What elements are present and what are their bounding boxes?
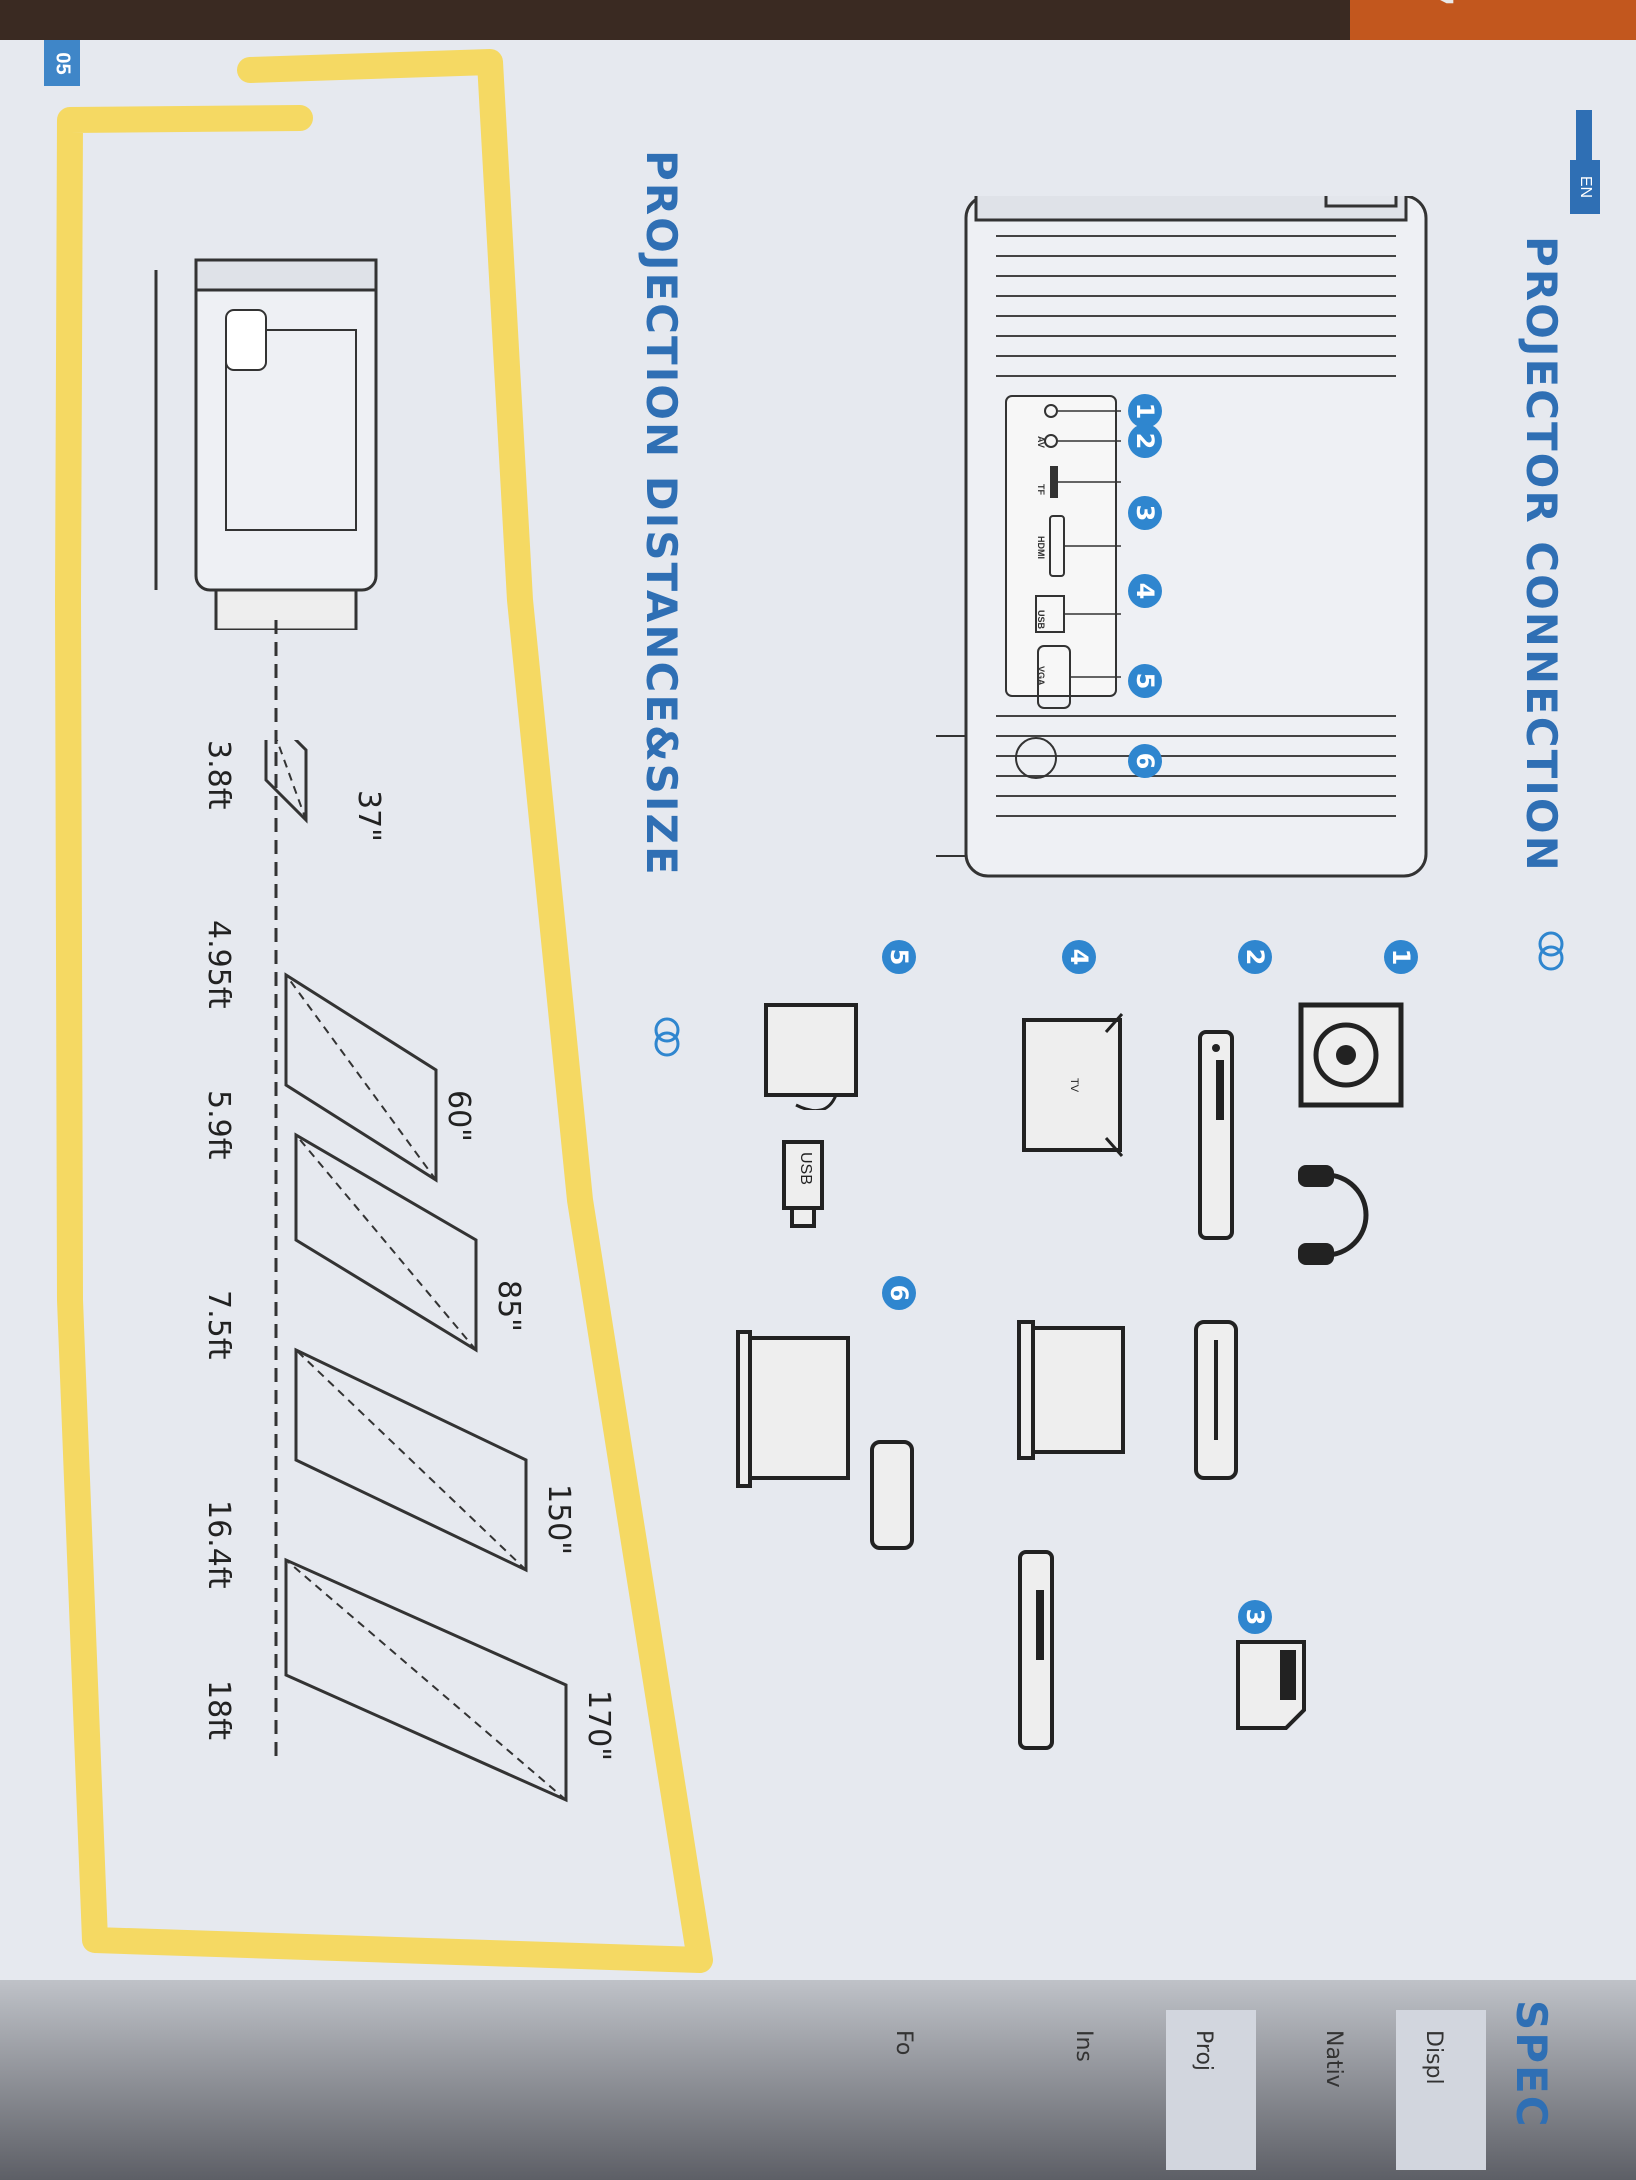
projector-rear-drawing bbox=[936, 196, 1428, 878]
port-label-vga: VGA bbox=[1036, 666, 1046, 686]
device-group-4-number: 4 bbox=[1062, 940, 1096, 974]
headphones-icon bbox=[1298, 1165, 1369, 1265]
page-shadow bbox=[0, 1980, 1636, 2180]
screen-37 bbox=[264, 740, 308, 824]
size-label-85: 85" bbox=[491, 1280, 526, 1332]
distance-title: PROJECTION DISTANCE&SIZE bbox=[637, 150, 686, 877]
device-group-6-number: 6 bbox=[882, 1276, 916, 1310]
rings-icon bbox=[1538, 931, 1564, 971]
device-group-3-number: 3 bbox=[1238, 1600, 1272, 1634]
connection-title: PROJECTOR CONNECTION bbox=[1517, 236, 1566, 873]
spec-row-5: Fo bbox=[891, 2030, 916, 2056]
callout-1: 1 bbox=[1128, 394, 1162, 428]
callout-4: 4 bbox=[1128, 574, 1162, 608]
screen-size-diagrams bbox=[264, 740, 568, 1803]
tv-label: TV bbox=[1068, 1078, 1080, 1093]
game-console-icon bbox=[1194, 1320, 1238, 1480]
spec-row-1: Displ bbox=[1421, 2030, 1446, 2085]
size-label-37: 37" bbox=[351, 790, 386, 842]
device-group-5-number: 5 bbox=[882, 940, 916, 974]
tv-icon bbox=[1022, 1013, 1124, 1157]
usb-stick-icon bbox=[782, 1140, 824, 1228]
distance-label-18ft: 18ft bbox=[201, 1680, 236, 1740]
spec-title: SPEC bbox=[1507, 2000, 1556, 2129]
device-group-2-number: 2 bbox=[1238, 940, 1272, 974]
storage-drive-icon bbox=[870, 1440, 914, 1550]
rings-icon bbox=[654, 1017, 680, 1057]
port-label-tf: TF bbox=[1036, 484, 1046, 495]
sd-card-icon bbox=[1236, 1640, 1306, 1730]
port-label-usb: USB bbox=[1036, 610, 1046, 630]
projector-side-drawing bbox=[154, 258, 378, 630]
callout-3: 3 bbox=[1128, 496, 1162, 530]
blu-ray-player-icon bbox=[1018, 1550, 1054, 1750]
port-label-hdmi: HDMI bbox=[1036, 536, 1046, 559]
size-label-150: 150" bbox=[541, 1484, 576, 1556]
size-label-60: 60" bbox=[441, 1090, 476, 1142]
usb-label: USB bbox=[797, 1152, 814, 1185]
callout-2: 2 bbox=[1128, 424, 1162, 458]
dvd-player-icon bbox=[1198, 1030, 1234, 1240]
language-tag: EN bbox=[1570, 160, 1600, 214]
laptop-icon bbox=[1017, 1320, 1125, 1460]
size-label-170: 170" bbox=[581, 1690, 616, 1762]
distance-label-16-4ft: 16.4ft bbox=[201, 1500, 236, 1589]
callout-6: 6 bbox=[1128, 744, 1162, 778]
callout-5: 5 bbox=[1128, 664, 1162, 698]
speaker-icon bbox=[1298, 1002, 1404, 1108]
device-group-1-number: 1 bbox=[1384, 940, 1418, 974]
hard-drive-icon bbox=[764, 1003, 858, 1110]
distance-label-4-95ft: 4.95ft bbox=[201, 920, 236, 1009]
spec-row-4: Ins bbox=[1071, 2030, 1096, 2062]
distance-label-3-8ft: 3.8ft bbox=[201, 740, 236, 810]
laptop-vga-icon bbox=[736, 1330, 850, 1488]
spec-row-3: Proj bbox=[1191, 2030, 1216, 2072]
port-label-av: AV bbox=[1036, 436, 1046, 448]
distance-label-7-5ft: 7.5ft bbox=[201, 1290, 236, 1360]
spec-row-2: Nativ bbox=[1321, 2030, 1346, 2088]
distance-label-5-9ft: 5.9ft bbox=[201, 1090, 236, 1160]
